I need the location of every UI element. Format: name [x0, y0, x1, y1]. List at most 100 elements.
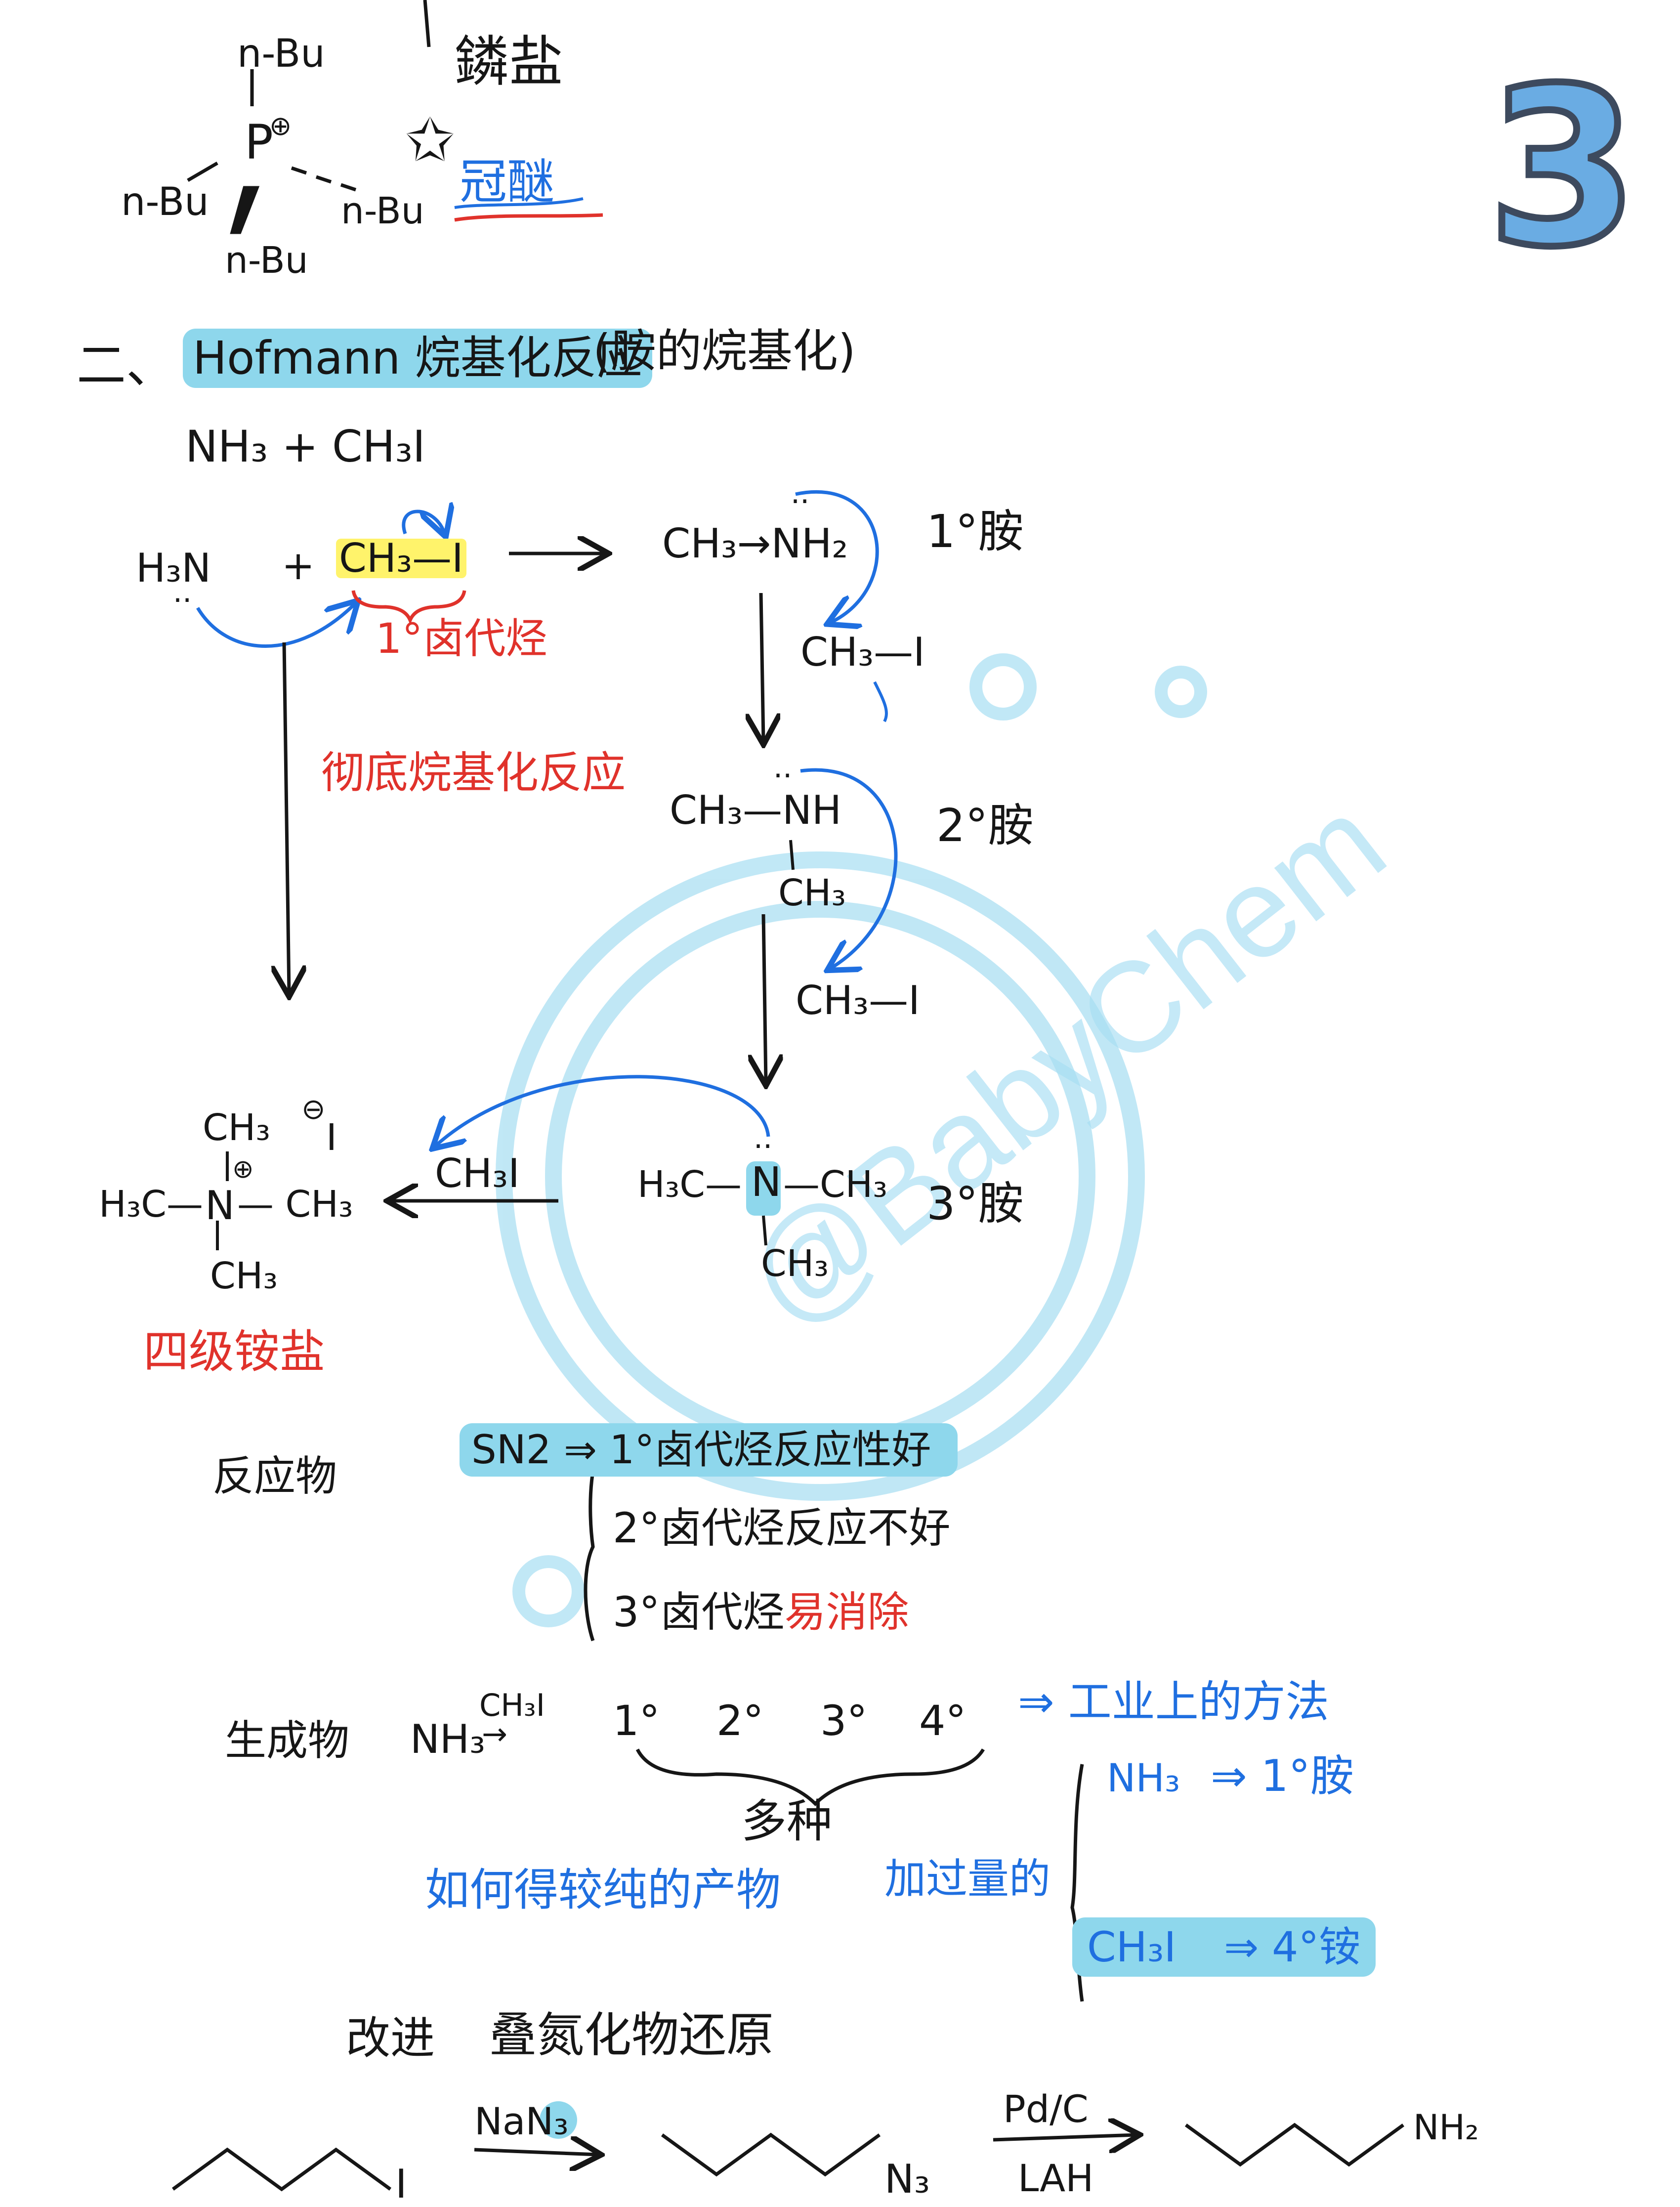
sn2-row: SN2 ⇒ 1°卤代烃反应性好 [460, 1423, 958, 1477]
ammonia: H₃N [136, 545, 211, 591]
tertiary-amine-left: H₃C— [637, 1163, 742, 1206]
watermark-dot [512, 1555, 585, 1627]
overall-equation: NH₃ + CH₃I [185, 421, 425, 472]
watermark-dot [1155, 666, 1207, 718]
purity-question: 如何得较纯的产物 [425, 1864, 781, 1916]
arrow-curve-2b [873, 681, 888, 722]
p-sub-top: n-Bu [237, 32, 325, 76]
note-underline [454, 213, 603, 222]
excess-label: 加过量的 [884, 1855, 1051, 1903]
reactants-label: 反应物 [212, 1452, 337, 1500]
reagent-pd-c: Pd/C [1003, 2087, 1089, 2131]
arrow-leaving [402, 511, 445, 534]
reactant-primary: 1°卤代烃反应性好 [609, 1427, 931, 1473]
arrow-down-1 [761, 593, 763, 741]
quat-salt-label: 四级铵盐 [143, 1325, 326, 1378]
arrow-curve-4 [435, 1075, 770, 1146]
degree-1: 1° [613, 1697, 660, 1745]
mixture-label: 多种 [741, 1795, 833, 1848]
products-label: 生成物 [225, 1716, 350, 1765]
products-reagent: CH₃I [479, 1687, 546, 1723]
p-charge: ⊕ [269, 110, 292, 141]
excess-methyl-iodide-row: CH₃I ⇒ 4°铵 [1072, 1917, 1376, 1977]
n-highlight [746, 1161, 781, 1216]
p-sub-bottom: n-Bu [225, 239, 308, 282]
tertiary-amine-n: N [751, 1159, 782, 1206]
chain-amine: NH₂ [1413, 2107, 1479, 2148]
zigzag-azide [661, 2132, 881, 2177]
products-ammonia: NH₃ [410, 1716, 486, 1762]
arrow-down-long [284, 642, 289, 993]
brace-red [351, 590, 466, 625]
p-sub-right: n-Bu [341, 190, 424, 232]
quat-n: N [205, 1183, 235, 1229]
arrow-reduction [993, 2135, 1136, 2140]
chain-iodide: I [395, 2161, 407, 2207]
excess-ammonia-result: ⇒ 1°胺 [1211, 1750, 1354, 1801]
degree-3: 3° [820, 1697, 868, 1745]
watermark-dot [969, 653, 1037, 721]
section-title: Hofmann 烷基化反应 [183, 329, 652, 388]
nan3-highlight [540, 2101, 577, 2139]
phosphonium-salt-label: 鏻盐 [455, 30, 563, 93]
section-subtitle: (胺的烷基化) [593, 325, 856, 378]
quat-bottom-methyl: CH₃ [210, 1255, 278, 1297]
products-arrow: → [482, 1716, 507, 1752]
brace-products [635, 1748, 985, 1806]
p-atom: P [245, 115, 273, 170]
plus-sign: + [282, 543, 315, 589]
reagent-ch3i-2: CH₃—I [796, 977, 920, 1023]
tertiary-amine-label: 3°胺 [926, 1177, 1024, 1230]
secondary-amine: CH₃—NH [670, 787, 842, 833]
industrial-method: ⇒ 工业上的方法 [1018, 1676, 1329, 1727]
quat-top-methyl: CH₃ [203, 1106, 270, 1149]
arrow-curve-3 [800, 768, 898, 969]
reactant-tertiary-text: 3°卤代烃 [613, 1588, 785, 1636]
star-icon: ✩ [405, 106, 455, 175]
improvement-label: 改进 [346, 2012, 435, 2064]
tertiary-amine-right: —CH₃ [783, 1163, 887, 1206]
excess-methyl-iodide-result: ⇒ 4°铵 [1223, 1923, 1361, 1971]
reagent-ch3i-1: CH₃—I [800, 629, 925, 675]
sn2-label: SN2 ⇒ [471, 1427, 597, 1473]
quat-left-methyl: H₃C— [99, 1183, 203, 1226]
zigzag-iodide [171, 2147, 392, 2192]
reactant-tertiary: 3°卤代烃易消除 [613, 1591, 909, 1633]
lone-pair: ·· [173, 583, 192, 618]
azide-reduction-title: 叠氮化物还原 [489, 2007, 774, 2063]
section-number: 二、 [77, 337, 175, 394]
p-sub-left: n-Bu [121, 180, 209, 224]
excess-methyl-iodide: CH₃I [1087, 1923, 1176, 1971]
arrow-curve-2 [795, 490, 879, 623]
lone-pair: ·· [773, 759, 793, 793]
tertiary-amine-bottom: CH₃ [761, 1242, 829, 1285]
excess-ammonia: NH₃ [1107, 1756, 1180, 1801]
elimination-note: 易消除 [784, 1588, 909, 1636]
note-underline-blue [454, 197, 584, 209]
zigzag-amine [1184, 2122, 1405, 2167]
primary-halide-label: 1°卤代烃 [376, 614, 547, 663]
phosphonium-bonds [187, 69, 357, 234]
lone-pair: ·· [791, 484, 810, 519]
exhaustive-alkylation-label: 彻底烷基化反应 [321, 747, 626, 798]
lone-pair: ·· [754, 1129, 773, 1164]
reactant-secondary: 2°卤代烃反应不好 [613, 1504, 951, 1552]
reagent-lah: LAH [1018, 2156, 1094, 2200]
crown-ether-note: 冠醚 [460, 154, 554, 210]
secondary-amine-label: 2°胺 [936, 799, 1034, 852]
reagent-sodium-azide: NaN₃ [474, 2099, 569, 2143]
reagent-ch3i-3: CH₃I [435, 1150, 520, 1196]
iodide-anion: I [326, 1116, 337, 1159]
primary-amine: CH₃→NH₂ [662, 520, 848, 567]
arrow-down-2 [763, 914, 766, 1082]
quat-right-methyl: — CH₃ [237, 1183, 353, 1226]
chain-azide: N₃ [884, 2156, 930, 2202]
arrow-nan3 [474, 2150, 598, 2155]
degree-4: 4° [919, 1697, 966, 1745]
degree-2: 2° [716, 1697, 764, 1745]
primary-amine-label: 1°胺 [926, 505, 1024, 558]
methyl-iodide: CH₃—I [336, 539, 466, 578]
iodide-charge: ⊖ [301, 1092, 326, 1126]
arrow-nucleophile [196, 603, 356, 648]
secondary-amine-methyl: CH₃ [778, 872, 846, 914]
